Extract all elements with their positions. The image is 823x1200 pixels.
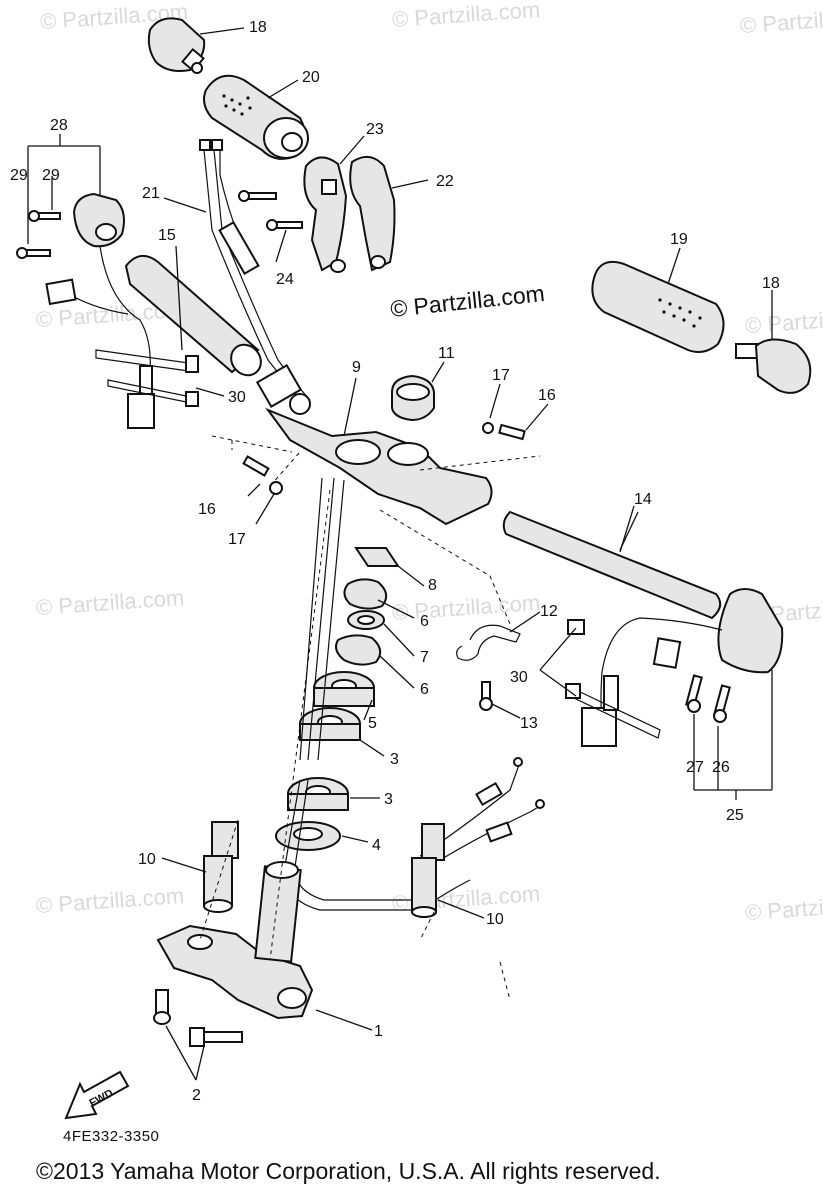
callout-4: 4	[372, 837, 381, 854]
throttle-cables	[199, 139, 311, 408]
bar-end-weight-right	[735, 338, 812, 394]
brake-hose	[419, 757, 545, 861]
diagram-code: 4FE332-3350	[63, 1128, 160, 1145]
right-handlebar-switch	[567, 588, 784, 747]
callout-7: 7	[420, 649, 429, 666]
handlebar-grip-right	[591, 260, 725, 353]
bolt-16-right	[482, 422, 526, 441]
callout-18-top: 18	[249, 19, 267, 36]
callout-1: 1	[374, 1023, 383, 1040]
callout-22: 22	[436, 173, 454, 190]
callout-18-right: 18	[762, 275, 780, 292]
callout-29-left: 29	[10, 167, 28, 184]
callout-29-right: 29	[42, 167, 60, 184]
copyright-notice: ©2013 Yamaha Motor Corporation, U.S.A. A…	[36, 1158, 661, 1184]
forward-arrow: FWD	[64, 1070, 130, 1120]
assembly-lines	[199, 435, 541, 1001]
callout-8: 8	[428, 577, 437, 594]
cable-tie-left	[95, 349, 199, 407]
upper-bracket	[265, 393, 493, 526]
callout-6-lower: 6	[420, 681, 429, 698]
callout-25: 25	[726, 807, 744, 824]
callout-10-right: 10	[486, 911, 504, 928]
callout-21: 21	[142, 185, 160, 202]
handlebar-right	[502, 510, 722, 620]
callout-20: 20	[302, 69, 320, 86]
bar-end-weight-top	[147, 17, 206, 74]
callout-9: 9	[352, 359, 361, 376]
callout-14: 14	[634, 491, 652, 508]
left-handlebar-switch	[45, 192, 155, 429]
pinch-bolts	[153, 989, 243, 1047]
fork-collar-left	[203, 821, 239, 913]
callout-27: 27	[686, 759, 704, 776]
callout-3-upper: 3	[390, 751, 399, 768]
steering-stem-nut	[391, 374, 435, 422]
callout-26: 26	[712, 759, 730, 776]
steering-bearing-stack	[275, 547, 400, 851]
callout-30-left: 30	[228, 389, 246, 406]
callout-2: 2	[192, 1087, 201, 1104]
screw-24	[238, 190, 303, 231]
callout-6-upper: 6	[420, 613, 429, 630]
callout-5: 5	[368, 715, 377, 732]
callout-28: 28	[50, 117, 68, 134]
callout-19: 19	[670, 231, 688, 248]
callout-16-right: 16	[538, 387, 556, 404]
callout-30-right: 30	[510, 669, 528, 686]
callout-3-lower: 3	[384, 791, 393, 808]
throttle-housing	[303, 155, 396, 273]
callout-23: 23	[366, 121, 384, 138]
callout-24: 24	[276, 271, 294, 288]
screw-29	[16, 210, 61, 259]
callout-11: 11	[438, 345, 455, 362]
fork-collar-right	[411, 823, 445, 918]
throttle-grip	[203, 74, 309, 160]
bolt-13	[479, 681, 493, 711]
callout-10-left: 10	[138, 851, 156, 868]
callout-12: 12	[540, 603, 558, 620]
leader-lines	[27, 27, 773, 1081]
screw-26-27	[685, 674, 731, 723]
bolt-16-left	[242, 455, 283, 495]
callout-16-left: 16	[198, 501, 216, 518]
callout-17-right: 17	[492, 367, 510, 384]
callout-17-left: 17	[228, 531, 246, 548]
callout-15: 15	[158, 227, 176, 244]
handlebar-left	[124, 255, 262, 377]
under-bracket	[156, 861, 314, 1020]
cable-clamp	[456, 624, 521, 661]
callout-labels: 18 20 28 29 29 21 23 22 15 24 19 18 30 1…	[10, 19, 780, 1104]
callout-13: 13	[520, 715, 538, 732]
